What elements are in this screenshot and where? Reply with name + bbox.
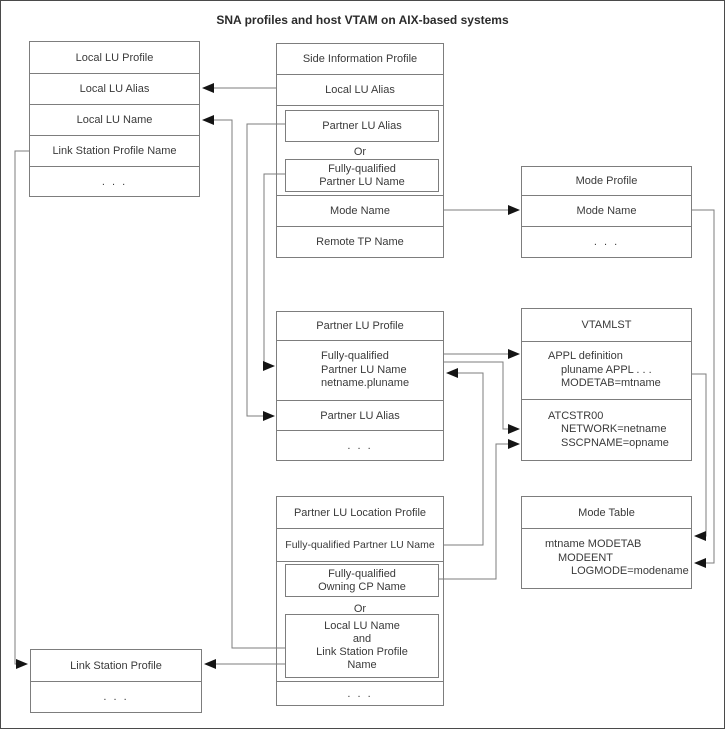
vtamlst-appl-line2: pluname APPL . . . bbox=[561, 363, 652, 376]
box-link-station-profile: Link Station Profile . . . bbox=[30, 649, 202, 713]
row-vtamlst-appl-definition: APPL definition pluname APPL . . . MODET… bbox=[522, 341, 691, 399]
box-mode-profile: Mode Profile Mode Name . . . bbox=[521, 166, 692, 258]
plp-fq-line1: Fully-qualified bbox=[321, 350, 389, 363]
owning-cp-line1: Fully-qualified bbox=[328, 567, 396, 580]
box-partner-lu-profile: Partner LU Profile Fully-qualified Partn… bbox=[276, 311, 444, 461]
lll-line1: Local LU Name bbox=[324, 620, 400, 632]
row-link-station-profile-title: Link Station Profile bbox=[70, 659, 162, 672]
mode-table-line3: LOGMODE=modename bbox=[571, 565, 689, 578]
connector-vtamlst-modetab-to-mode-table bbox=[692, 373, 707, 541]
box-local-lu-profile: Local LU Profile Local LU Alias Local LU… bbox=[29, 41, 200, 197]
row-plp-fq-partner-lu-name: Fully-qualified Partner LU Name netname.… bbox=[277, 340, 443, 400]
inner-local-lu-link-station: Local LU Name and Link Station Profile N… bbox=[285, 614, 439, 678]
row-mp-mode-name: Mode Name bbox=[522, 195, 691, 226]
row-sip-remote-tp-name: Remote TP Name bbox=[277, 226, 443, 257]
row-sip-mode-name: Mode Name bbox=[277, 195, 443, 226]
row-mode-profile-title: Mode Profile bbox=[575, 175, 638, 187]
connector-pll-owning-cp-to-vtamlst-sscpname bbox=[438, 439, 520, 580]
plp-fq-line3: netname.pluname bbox=[321, 377, 410, 390]
connector-llp-link-station-name-to-link-station-profile bbox=[14, 150, 29, 669]
inner-fq-partner-lu-name-line2: Partner LU Name bbox=[319, 175, 405, 188]
row-partner-lu-profile-title: Partner LU Profile bbox=[316, 320, 404, 332]
vtamlst-appl-line3: MODETAB=mtname bbox=[561, 377, 661, 390]
row-sip-local-lu-alias: Local LU Alias bbox=[277, 74, 443, 105]
lll-line2: and bbox=[352, 633, 372, 645]
inner-fq-owning-cp-name: Fully-qualified Owning CP Name bbox=[285, 564, 439, 597]
vtamlst-appl-line1: APPL definition bbox=[548, 350, 623, 363]
inner-fq-partner-lu-name: Fully-qualified Partner LU Name bbox=[285, 159, 439, 192]
vtamlst-atc-line3: SSCPNAME=opname bbox=[561, 436, 669, 449]
row-pll-section: Fully-qualified Owning CP Name Or Local … bbox=[277, 561, 443, 681]
inner-partner-lu-alias: Partner LU Alias bbox=[285, 110, 439, 142]
or-label-2: Or bbox=[353, 603, 367, 615]
mode-table-line1: mtname MODETAB bbox=[545, 538, 642, 551]
mode-table-line2: MODEENT bbox=[558, 551, 613, 564]
row-sip-partner-section: Partner LU Alias Or Fully-qualified Part… bbox=[277, 105, 443, 195]
connector-pll-fq-name-to-plp-fq-name bbox=[444, 368, 484, 546]
connector-mode-profile-to-mode-table-logmode bbox=[692, 209, 715, 568]
row-link-station-profile-name: Link Station Profile Name bbox=[30, 135, 199, 166]
row-partner-lu-profile-dots: . . . bbox=[277, 430, 443, 460]
row-side-information-profile-title: Side Information Profile bbox=[302, 53, 418, 65]
row-local-lu-profile-dots: . . . bbox=[30, 166, 199, 196]
or-label: Or bbox=[353, 146, 367, 158]
row-pll-dots: . . . bbox=[277, 681, 443, 705]
row-mode-table-content: mtname MODETAB MODEENT LOGMODE=modename bbox=[522, 528, 691, 588]
box-partner-lu-location-profile: Partner LU Location Profile Fully-qualif… bbox=[276, 496, 444, 706]
vtamlst-atc-line1: ATCSTR00 bbox=[548, 409, 604, 422]
box-side-information-profile: Side Information Profile Local LU Alias … bbox=[276, 43, 444, 258]
box-vtamlst: VTAMLST APPL definition pluname APPL . .… bbox=[521, 308, 692, 461]
box-mode-table: Mode Table mtname MODETAB MODEENT LOGMOD… bbox=[521, 496, 692, 589]
row-vtamlst-atcstr00: ATCSTR00 NETWORK=netname SSCPNAME=opname bbox=[522, 399, 691, 460]
row-local-lu-profile-title: Local LU Profile bbox=[75, 51, 154, 64]
owning-cp-line2: Owning CP Name bbox=[318, 580, 406, 593]
vtamlst-atc-line2: NETWORK=netname bbox=[561, 423, 667, 436]
row-vtamlst-title: VTAMLST bbox=[581, 319, 632, 331]
row-plp-partner-lu-alias: Partner LU Alias bbox=[277, 400, 443, 430]
inner-fq-partner-lu-name-line1: Fully-qualified bbox=[328, 162, 396, 175]
row-mode-table-title: Mode Table bbox=[578, 506, 635, 519]
row-link-station-profile-dots: . . . bbox=[31, 681, 201, 712]
plp-fq-line2: Partner LU Name bbox=[321, 363, 407, 376]
lll-line4: Name bbox=[347, 659, 377, 671]
row-local-lu-alias: Local LU Alias bbox=[30, 73, 199, 104]
row-partner-lu-location-title: Partner LU Location Profile bbox=[293, 506, 427, 519]
row-local-lu-name: Local LU Name bbox=[30, 104, 199, 135]
connector-pll-local-lu-name-to-local-lu-profile bbox=[202, 115, 285, 649]
row-pll-fq-partner-lu-name: Fully-qualified Partner LU Name bbox=[277, 528, 443, 561]
row-mode-profile-dots: . . . bbox=[522, 226, 691, 257]
diagram-title: SNA profiles and host VTAM on AIX-based … bbox=[216, 13, 509, 27]
lll-line3: Link Station Profile bbox=[316, 646, 408, 658]
connector-plp-netname-to-vtamlst-network bbox=[444, 361, 520, 434]
